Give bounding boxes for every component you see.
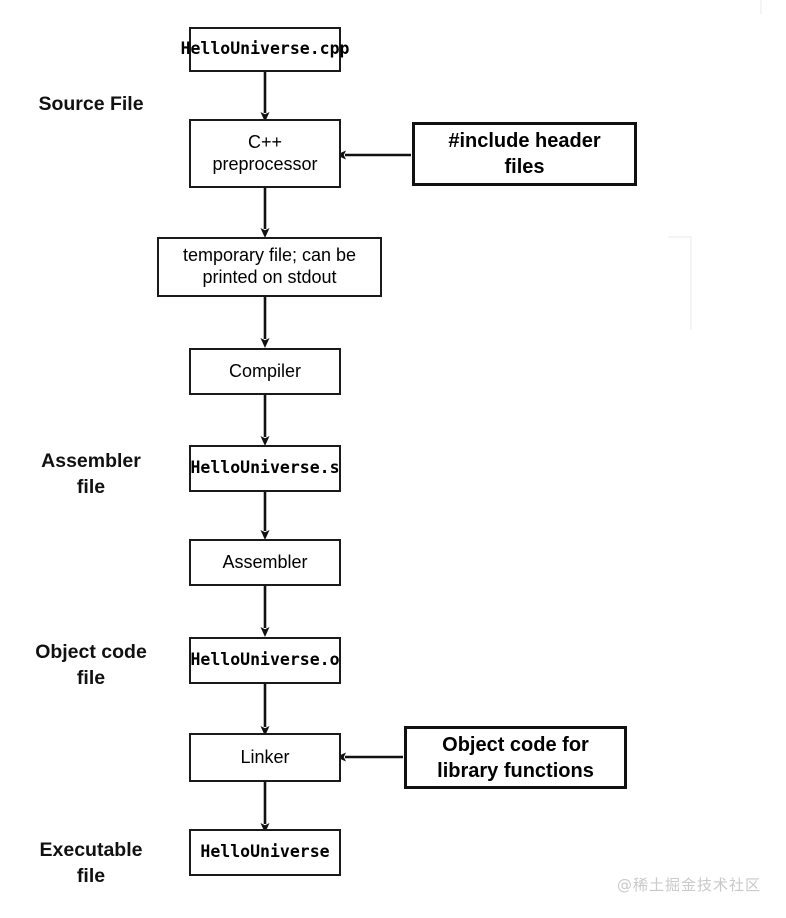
side-label-source-file: Source File	[38, 93, 144, 115]
side-label-executable-file-line2: file	[76, 864, 106, 887]
watermark: @稀土掘金技术社区	[617, 876, 762, 894]
node-library-objects-line1: Object code for	[442, 733, 589, 756]
node-compiler-label: Compiler	[228, 360, 302, 381]
node-assembler-label: Assembler	[222, 551, 308, 572]
node-source-file[interactable]: HelloUniverse.cpp	[181, 27, 349, 72]
node-compiler[interactable]: Compiler	[189, 348, 341, 395]
side-label-object-code-file-line1: Object code	[35, 641, 147, 663]
side-label-assembler-file-line1: Assembler	[41, 450, 141, 472]
node-include-headers-line2: files	[504, 156, 545, 178]
node-object-file-label: HelloUniverse.o	[190, 650, 340, 670]
node-temporary-file[interactable]: temporary file; can be printed on stdout	[157, 237, 382, 297]
node-source-file-label: HelloUniverse.cpp	[180, 39, 350, 59]
node-preprocessor[interactable]: C++ preprocessor	[189, 119, 341, 188]
side-label-executable-file: Executable file	[16, 838, 166, 889]
node-assembler-file-label: HelloUniverse.s	[190, 458, 340, 478]
node-include-headers[interactable]: #include header files	[412, 122, 637, 186]
node-assembler-file[interactable]: HelloUniverse.s	[189, 445, 341, 492]
node-executable[interactable]: HelloUniverse	[189, 829, 341, 876]
side-label-object-code-file: Object code file	[16, 640, 166, 691]
node-linker[interactable]: Linker	[189, 733, 341, 782]
side-label-object-code-file-line2: file	[76, 666, 106, 689]
side-label-assembler-file-line2: file	[76, 475, 106, 498]
node-preprocessor-line1: C++	[247, 131, 283, 152]
node-include-headers-line1: #include header	[448, 130, 601, 152]
faint-top-artifact	[700, 0, 762, 14]
node-preprocessor-line2: preprocessor	[212, 153, 318, 174]
node-temporary-file-line1: temporary file; can be	[182, 245, 357, 266]
node-object-file[interactable]: HelloUniverse.o	[189, 637, 341, 684]
node-linker-label: Linker	[240, 746, 290, 767]
faint-corner-artifact	[668, 236, 692, 330]
node-temporary-file-line2: printed on stdout	[202, 267, 337, 287]
node-executable-label: HelloUniverse	[200, 842, 330, 862]
node-library-objects-line2: library functions	[437, 759, 594, 782]
node-library-objects[interactable]: Object code for library functions	[404, 726, 627, 789]
side-label-executable-file-line1: Executable	[39, 839, 143, 861]
side-label-assembler-file: Assembler file	[16, 449, 166, 500]
node-assembler[interactable]: Assembler	[189, 539, 341, 586]
